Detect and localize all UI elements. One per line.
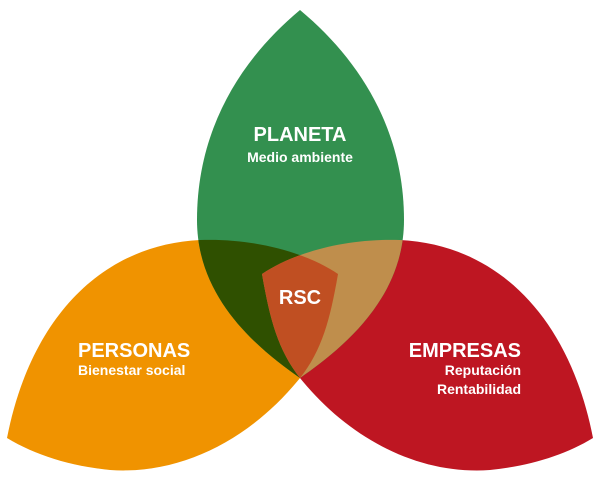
- planeta-title: PLANETA: [253, 124, 347, 146]
- rsc-label: RSC: [278, 287, 322, 309]
- empresas-line-rentabilidad: Rentabilidad: [436, 381, 521, 397]
- personas-title: PERSONAS: [78, 340, 191, 362]
- empresas-line-reputacion: Reputación: [444, 362, 521, 378]
- personas-subtitle: Bienestar social: [78, 362, 186, 378]
- planeta-subtitle: Medio ambiente: [247, 149, 353, 165]
- empresas-title: EMPRESAS: [408, 340, 521, 362]
